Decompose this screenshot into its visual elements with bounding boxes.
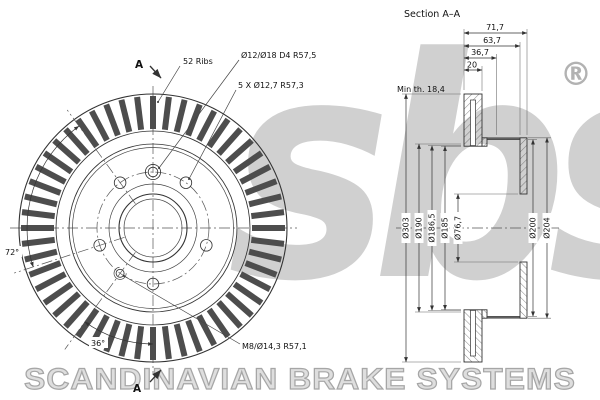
locating-hole	[144, 163, 162, 181]
min-thickness-label: Min th. 18,4	[397, 85, 445, 94]
section-top-half	[463, 93, 528, 195]
locating-hole-label: Ø12/Ø18 D4 R57,5	[241, 50, 316, 60]
bolt-holes-label: 5 X Ø12,7 R57,3	[238, 80, 304, 90]
ribs-callout: 52 Ribs	[157, 57, 213, 103]
drum-wall-section	[486, 137, 521, 140]
section-marker-top: A	[135, 59, 162, 79]
section-marker-bottom: A	[133, 369, 162, 395]
section-letter-top: A	[135, 59, 144, 71]
angle-arc-72	[26, 125, 80, 268]
dim-width-2: 63,7	[483, 36, 501, 45]
dim-total-width: 71,7	[486, 23, 504, 32]
dim-width-3: 36,7	[471, 48, 489, 57]
angle-line-234	[64, 252, 136, 350]
sbs-logo-watermark: sbs	[228, 0, 600, 348]
angle-36-halo	[89, 337, 108, 348]
section-title: Section A–A	[404, 9, 461, 20]
dim-outer-diameter: Ø303	[401, 217, 411, 239]
angle-72-halo	[3, 246, 22, 257]
dim-center-bore: Ø76,7	[453, 216, 463, 240]
bolt-angle-label: 72°	[5, 248, 19, 257]
dim-drum-inner: Ø200	[528, 217, 538, 239]
footer-watermark-text: SCANDINAVIAN BRAKE SYSTEMS	[23, 363, 576, 396]
bolt-circle	[96, 171, 210, 285]
disc-outer-edge-circle	[18, 93, 288, 363]
center-bore-chamfer-circle	[123, 198, 183, 258]
mounting-flange-section	[519, 137, 528, 195]
section-bottom-half	[463, 261, 528, 363]
bolt-holes-callout: 5 X Ø12,7 R57,3	[188, 80, 304, 180]
service-thread-hole	[113, 266, 127, 280]
angle-arc-36	[84, 321, 154, 346]
hub-register-circle	[108, 183, 198, 273]
angle-line-126	[66, 109, 136, 204]
left-diameter-dimensions: Ø303 Ø190 Ø186,5 Ø185 Ø76,7	[401, 93, 518, 363]
dim-diameter-185: Ø185	[440, 217, 450, 239]
ribs-label: 52 Ribs	[183, 57, 213, 66]
locating-hole-callout: Ø12/Ø18 D4 R57,5	[158, 50, 316, 169]
section-letter-bottom: A	[133, 383, 142, 395]
front-view: 72° 36° 52 Ribs Ø12/Ø18 D4 R57,5 5 X Ø12…	[3, 50, 316, 395]
section-view: Section A–A Min th. 18,4 71,	[396, 9, 562, 363]
dim-diameter-186-5: Ø186,5	[427, 213, 437, 242]
service-hole-callout: M8/Ø14,3 R57,1	[123, 275, 307, 351]
width-dimensions: 71,7 63,7 36,7 20	[463, 23, 528, 135]
dim-drum-outer: Ø204	[542, 217, 552, 239]
center-bore-circle	[118, 193, 188, 263]
right-diameter-dimensions: Ø200 Ø204	[528, 137, 552, 319]
registered-trademark-symbol: ®	[560, 55, 592, 93]
dim-diameter-190: Ø190	[414, 217, 424, 239]
service-angle-label: 36°	[91, 339, 105, 348]
hat-connector-section	[481, 137, 488, 147]
dim-disc-thickness: 20	[467, 61, 477, 70]
service-hole-label: M8/Ø14,3 R57,1	[242, 341, 307, 351]
wheel-bolt-holes	[93, 176, 213, 291]
vent-channel	[470, 99, 476, 146]
